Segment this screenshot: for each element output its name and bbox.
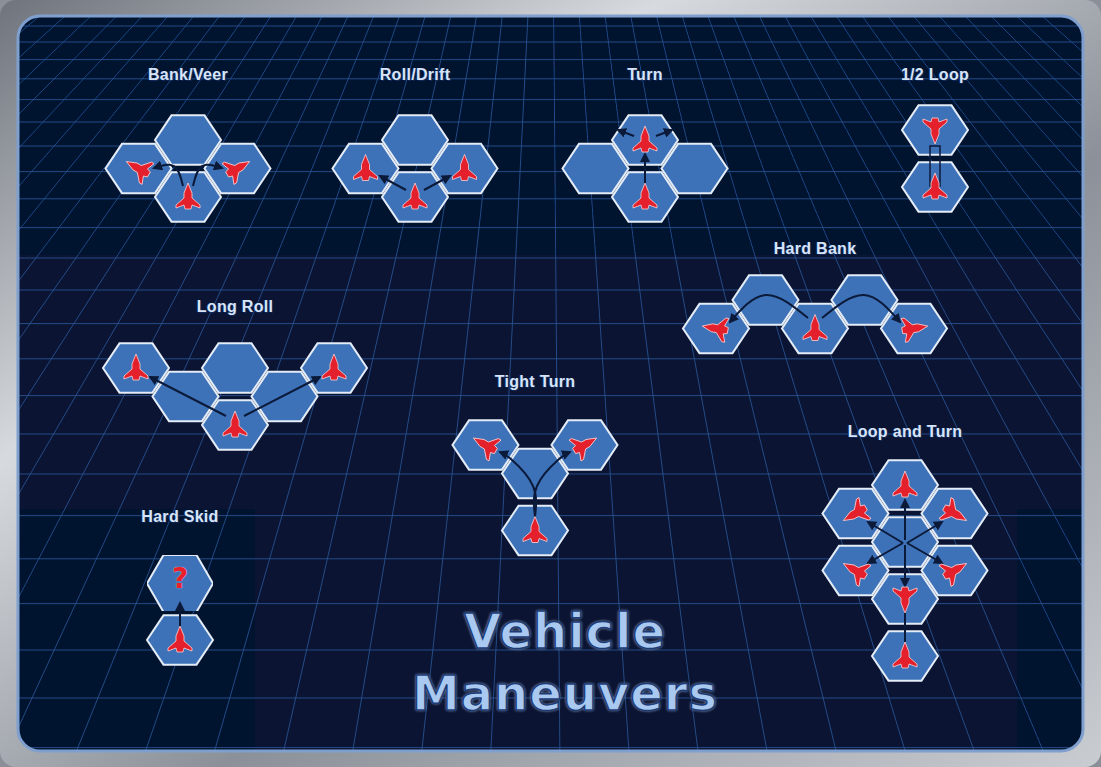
grid-line — [18, 358, 1083, 359]
hex-cell — [902, 105, 968, 154]
vehicle-marker — [221, 151, 256, 185]
grid-line — [18, 290, 1083, 291]
vehicle-marker — [633, 126, 657, 152]
maneuver-heading: Hard Skid — [141, 508, 218, 526]
hex-cell — [382, 172, 448, 221]
vehicle-marker — [176, 183, 200, 209]
vehicle-marker — [568, 428, 603, 462]
maneuver-heading: Loop and Turn — [848, 423, 963, 441]
maneuver-arrow — [730, 295, 808, 322]
vehicle-marker — [893, 471, 917, 497]
vehicle-marker — [223, 411, 247, 437]
grid-line — [18, 227, 1083, 228]
vehicle-marker — [467, 428, 502, 462]
grid-line — [18, 26, 1083, 27]
ships — [120, 118, 972, 668]
title: Vehicle Maneuvers — [385, 600, 745, 724]
panel — [18, 16, 1083, 751]
panel-border — [18, 16, 1083, 751]
maneuver-arrow — [179, 612, 181, 627]
maneuver-arrow — [618, 130, 634, 136]
grid — [18, 16, 1083, 751]
vehicle-marker — [403, 183, 427, 209]
maneuver-arrow — [907, 543, 942, 563]
maneuver-heading: Hard Bank — [774, 240, 857, 258]
maneuver-arrow — [907, 522, 942, 543]
maneuver-arrow — [534, 452, 570, 517]
unknown-result: ? — [172, 564, 188, 594]
vehicle-marker — [923, 118, 947, 144]
vehicle-marker — [124, 354, 148, 380]
maneuver-arrow — [904, 500, 906, 540]
maneuver-arrow — [868, 543, 903, 563]
maneuver-heading: Turn — [627, 66, 663, 84]
vehicle-marker — [938, 553, 973, 587]
vehicle-marker — [700, 314, 730, 342]
maneuver-arrow — [424, 176, 450, 190]
vehicle-marker — [354, 155, 378, 181]
vehicle-marker — [893, 642, 917, 668]
maneuver-arrow — [150, 377, 226, 416]
grid-line — [18, 42, 1083, 43]
hex-cell — [902, 162, 968, 211]
vehicle-marker — [453, 155, 477, 181]
vehicle-marker — [803, 315, 827, 341]
vehicle-marker — [120, 151, 155, 185]
maneuver-heading: Bank/Veer — [148, 66, 228, 84]
grid-line — [18, 747, 1083, 748]
maneuver-arrow — [193, 165, 222, 186]
grid-line — [18, 59, 1083, 60]
grid-line — [18, 258, 1083, 259]
maneuver-heading: Tight Turn — [495, 373, 576, 391]
maneuver-arrow — [656, 130, 672, 136]
vehicle-marker — [523, 517, 547, 543]
maneuver-heading: Long Roll — [197, 298, 273, 316]
maneuver-arrow — [822, 295, 900, 322]
vehicle-marker — [938, 497, 973, 531]
vehicle-marker — [893, 587, 917, 613]
maneuver-arrow — [380, 176, 406, 190]
maneuver-heading: Roll/Drift — [380, 66, 451, 84]
maneuver-arrow — [154, 165, 183, 186]
vehicle-marker — [168, 626, 192, 652]
vehicle-marker — [837, 497, 872, 531]
hex-cell — [155, 172, 221, 221]
hex-cell: ? — [147, 555, 213, 612]
grid-line — [18, 99, 1083, 100]
vehicle-marker — [923, 173, 947, 199]
maneuver-arrows — [150, 130, 942, 642]
hex-cell — [301, 343, 367, 392]
maneuver-arrow — [904, 545, 906, 586]
vehicle-marker — [633, 183, 657, 209]
maneuver-arrow — [500, 452, 536, 517]
hex-cells — [103, 105, 988, 680]
vehicle-marker — [900, 314, 930, 342]
maneuver-arrow — [244, 377, 320, 416]
vehicle-marker — [837, 553, 872, 587]
maneuver-arrow — [868, 522, 903, 543]
hex-shape — [147, 555, 213, 612]
maneuver-heading: 1/2 Loop — [901, 66, 969, 84]
skid-arrow — [179, 602, 181, 610]
maneuver-arrow — [644, 154, 646, 184]
vehicle-marker — [322, 354, 346, 380]
